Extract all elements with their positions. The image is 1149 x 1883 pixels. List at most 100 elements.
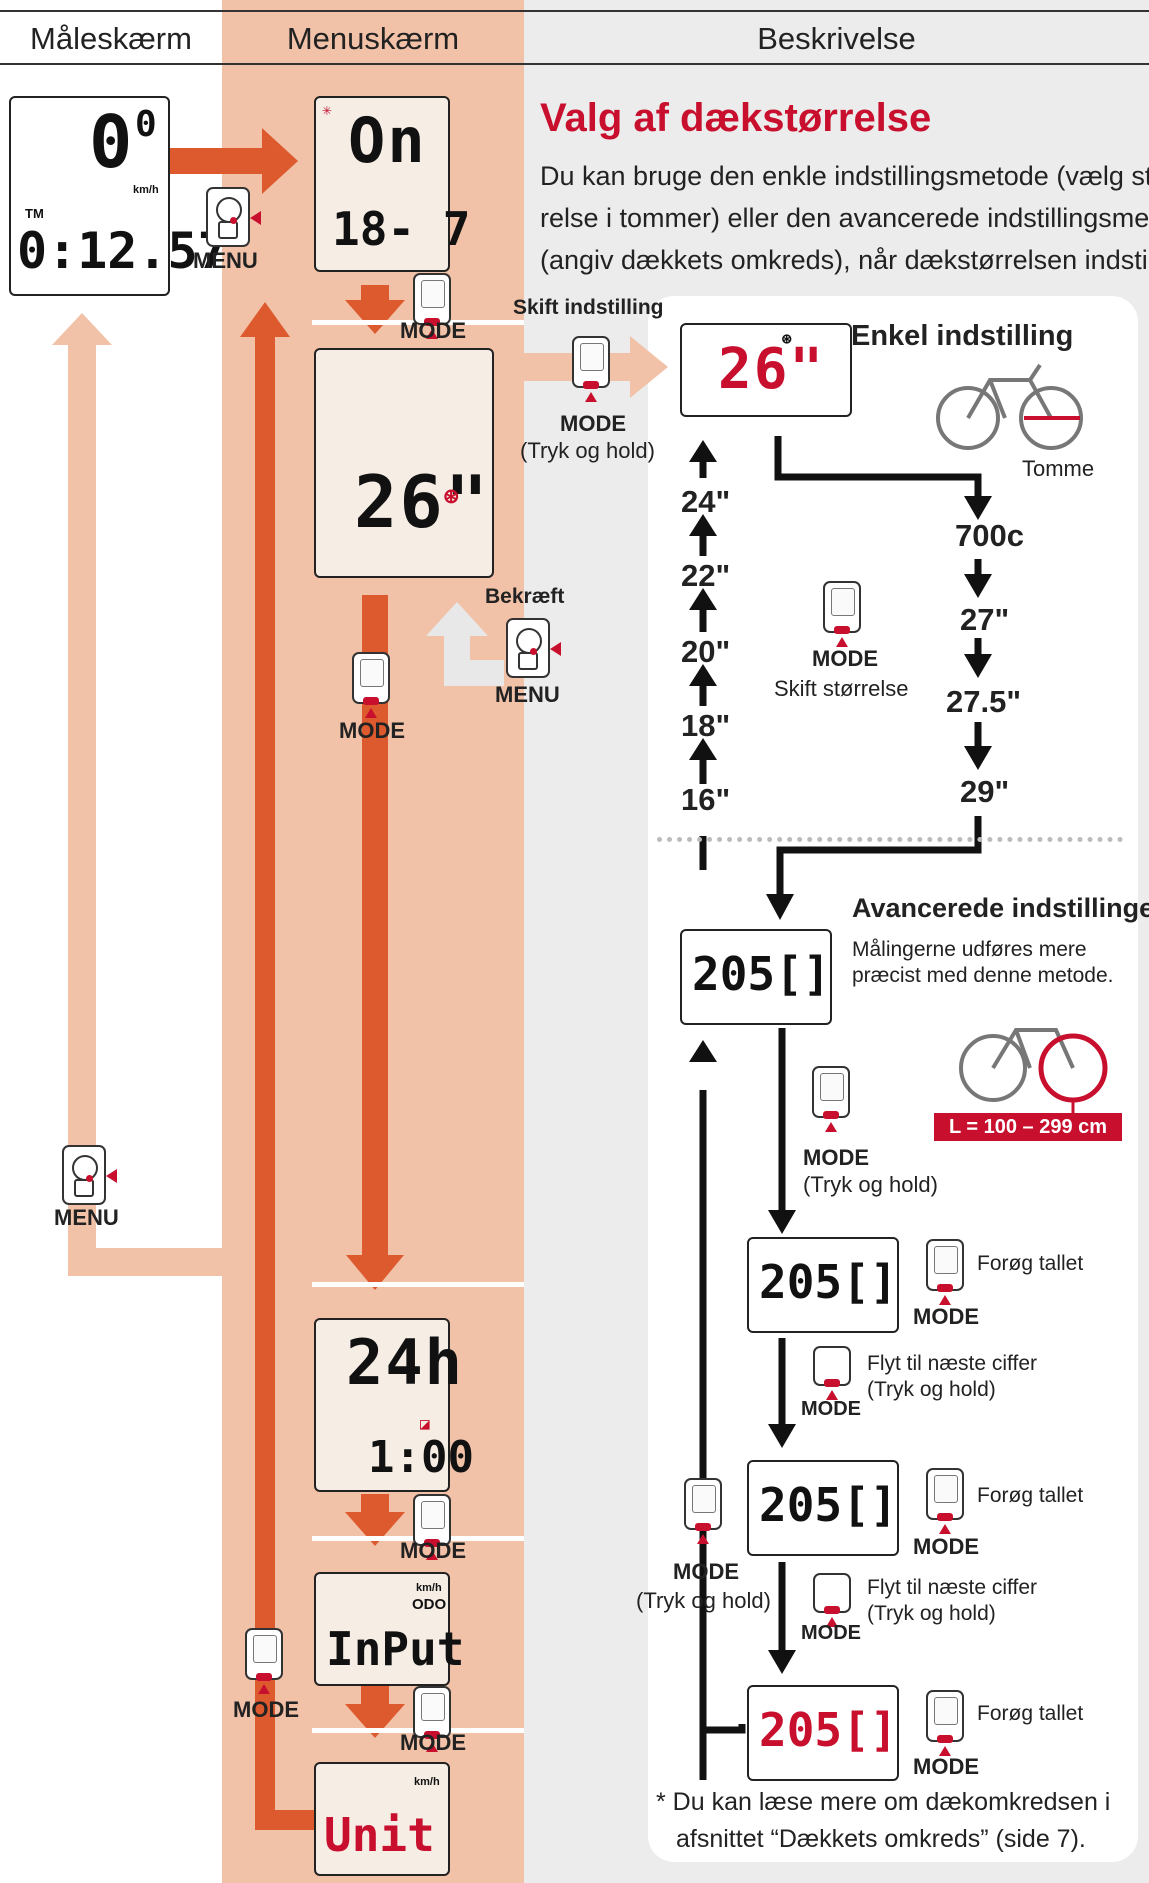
menu-screen-on: ✳ On 18- 7 xyxy=(314,96,470,272)
advanced-screen-digit-2: 205[] xyxy=(747,1460,899,1556)
menu-label-return: MENU xyxy=(54,1205,119,1230)
advanced-desc-line-1: Målingerne udføres mere xyxy=(852,938,1087,961)
header-top-rule xyxy=(0,10,1149,12)
return-arrow-horizontal xyxy=(68,1248,228,1276)
inch-label: Tomme xyxy=(1022,456,1095,481)
mode-label-4: MODE xyxy=(400,1730,466,1755)
mode-button-icon-adv-hold[interactable] xyxy=(812,1066,850,1132)
size-700c: 700c xyxy=(955,518,1024,553)
advanced-screen: 205[] xyxy=(680,929,832,1025)
measure-tm-label: TM xyxy=(25,206,44,221)
intro-line-2: relse i tommer) eller den avancerede ind… xyxy=(540,203,1149,233)
mode-button-icon-switch[interactable] xyxy=(572,336,610,402)
input-text: InPut xyxy=(326,1622,465,1676)
menu-label-confirm: MENU xyxy=(495,682,560,707)
mode-label-adv-hold: MODE xyxy=(803,1145,869,1170)
spark-icon: ✳ xyxy=(322,100,334,119)
menu-tire-text: 26" xyxy=(354,460,491,544)
next-digit-hold-1: (Tryk og hold) xyxy=(867,1378,996,1401)
on-to-tire-arrow xyxy=(345,300,405,334)
advanced-screen-digit-1: 205[] xyxy=(747,1237,899,1333)
menu-button-icon-confirm[interactable] xyxy=(506,618,561,678)
circumference-range-badge: L = 100 – 299 cm xyxy=(934,1113,1122,1141)
mode-button-icon-size[interactable] xyxy=(823,581,861,647)
advanced-desc-line-2: præcist med denne metode. xyxy=(852,964,1114,987)
clock-icon: ◪ xyxy=(420,1414,432,1433)
increase-label-2: Forøg tallet xyxy=(977,1484,1084,1507)
measure-speed: 0 xyxy=(89,100,135,184)
mode-label-adv-loop: MODE xyxy=(673,1559,739,1584)
mode-label-switch: MODE xyxy=(560,411,626,436)
measure-unit: km/h xyxy=(133,184,159,196)
next-digit-label-1: Flyt til næste ciffer xyxy=(867,1352,1037,1375)
measure-time: 0:12.57 xyxy=(17,222,228,280)
mode-label-size: MODE xyxy=(812,646,878,671)
menu-date-text: 18- 7 xyxy=(332,202,471,256)
mode-label-next-2: MODE xyxy=(801,1622,861,1644)
menu-screen-input: km/h ODO InPut xyxy=(314,1572,464,1686)
mode-button-icon-3[interactable] xyxy=(413,1494,451,1560)
mode-button-icon-inc-1[interactable] xyxy=(926,1239,964,1305)
confirm-arrow-head xyxy=(426,602,488,636)
clock-small-text: 1:00 xyxy=(368,1432,474,1483)
unit-unit: km/h xyxy=(414,1776,440,1788)
mode-button-icon-inc-2[interactable] xyxy=(926,1468,964,1534)
mode-button-icon-next-2[interactable] xyxy=(813,1573,851,1627)
mode-button-icon-next-1[interactable] xyxy=(813,1346,851,1400)
digit-2-value: 205[] xyxy=(759,1478,898,1532)
mode-label-3: MODE xyxy=(400,1538,466,1563)
section-separator xyxy=(657,837,1123,842)
mode-label-1: MODE xyxy=(400,318,466,343)
column-header-menu: Menuskærm xyxy=(286,21,460,56)
measure-speed-decimal: 0 xyxy=(135,104,159,145)
mode-label-inc-2: MODE xyxy=(913,1534,979,1559)
next-digit-label-2: Flyt til næste ciffer xyxy=(867,1576,1037,1599)
confirm-label: Bekræft xyxy=(485,585,565,608)
mode-button-icon-inc-3[interactable] xyxy=(926,1690,964,1756)
wheel-icon-simple: ⊛ xyxy=(782,329,794,348)
tire-to-clock-head xyxy=(346,1255,404,1290)
next-digit-hold-2: (Tryk og hold) xyxy=(867,1602,996,1625)
mode-button-icon-1[interactable] xyxy=(413,273,451,339)
mode-label-next-1: MODE xyxy=(801,1398,861,1420)
digit-1-value: 205[] xyxy=(759,1255,898,1309)
mode-button-icon-2[interactable] xyxy=(352,652,390,718)
unit-text: Unit xyxy=(324,1808,435,1862)
increase-label-3: Forøg tallet xyxy=(977,1702,1084,1725)
measure-to-menu-head xyxy=(262,128,298,194)
mode-label-inc-1: MODE xyxy=(913,1304,979,1329)
footnote-line-1: * Du kan læse mere om dækomkredsen i xyxy=(656,1788,1111,1816)
mode-button-icon-loop[interactable] xyxy=(245,1628,283,1694)
mode-button-icon-4[interactable] xyxy=(413,1686,451,1752)
advanced-value-text: 205[] xyxy=(692,947,831,1001)
input-odo: ODO xyxy=(412,1596,447,1613)
mode-button-icon-adv-loop[interactable] xyxy=(684,1478,722,1544)
switch-setting-label: Skift indstilling xyxy=(513,296,664,319)
menu-button-icon[interactable] xyxy=(206,187,261,247)
digit-3-value: 205[] xyxy=(759,1703,898,1757)
simple-tire-text: 26" xyxy=(718,337,826,402)
simple-to-700c-line xyxy=(774,436,982,498)
menu-loop-head xyxy=(240,302,290,337)
clock-to-input-arrow xyxy=(345,1512,405,1546)
size-27-5: 27.5" xyxy=(946,684,1022,719)
mode-label-loop: MODE xyxy=(233,1697,299,1722)
menu-label-top: MENU xyxy=(193,248,258,273)
column-header-description: Beskrivelse xyxy=(757,21,916,56)
menu-loop-shaft xyxy=(255,330,275,1830)
simple-screen: 26" ⊛ xyxy=(680,323,852,417)
size-24: 24" xyxy=(681,484,731,519)
simple-setting-title: Enkel indstilling xyxy=(851,320,1074,352)
advanced-setting-title: Avancerede indstillinger xyxy=(852,893,1149,923)
mode-label-inc-3: MODE xyxy=(913,1754,979,1779)
footnote-line-2: afsnittet “Dækkets omkreds” (side 7). xyxy=(676,1825,1086,1853)
column-header-measure: Måleskærm xyxy=(30,21,192,56)
increase-label-1: Forøg tallet xyxy=(977,1252,1084,1275)
measure-screen: 0 0 km/h TM 0:12.57 xyxy=(9,96,228,296)
menu-button-icon-return[interactable] xyxy=(62,1145,117,1205)
change-size-label: Skift størrelse xyxy=(774,676,909,701)
clock-big-text: 24h xyxy=(346,1326,464,1399)
advanced-screen-digit-3: 205[] xyxy=(747,1685,899,1781)
